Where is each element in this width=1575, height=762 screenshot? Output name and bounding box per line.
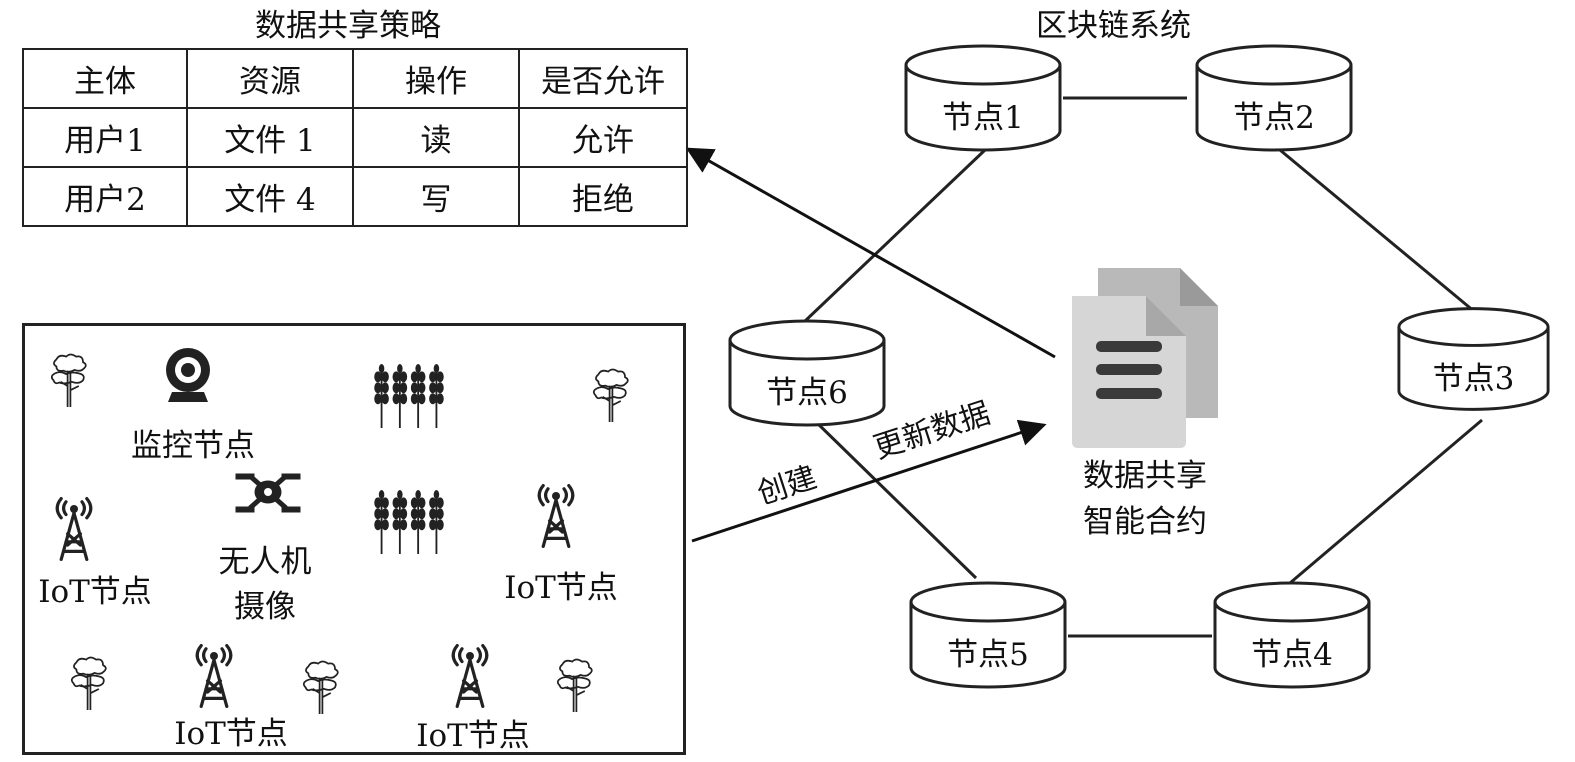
node-6-label: 节点6 [766,375,848,411]
header-allowed: 是否允许 [518,48,688,109]
table-cell: 用户2 [22,166,188,227]
drone-icon [235,473,301,513]
node-1-label: 节点1 [942,100,1024,136]
policy-table: 主体 资源 操作 是否允许 用户1 文件 1 读 允许 用户2 文件 4 写 拒… [22,48,688,227]
iot-node-label: IoT节点 [504,570,618,606]
node-4-label: 节点4 [1251,637,1333,673]
drone-label-line2: 摄像 [234,589,296,625]
table-row: 用户1 文件 1 读 允许 [22,107,688,168]
table-header-row: 主体 资源 操作 是否允许 [22,48,688,109]
header-subject: 主体 [22,48,188,109]
node-5-label: 节点5 [947,637,1029,673]
iot-node-label: IoT节点 [38,574,152,610]
contract-label-line1: 数据共享 [1083,458,1207,494]
iot-node-label: IoT节点 [174,716,288,752]
drone-label-line1: 无人机 [218,544,312,580]
webcam-icon [166,348,210,402]
table-cell: 写 [352,166,520,227]
table-cell: 文件 1 [186,107,354,168]
node-3-label: 节点3 [1432,361,1515,397]
table-cell: 文件 4 [186,166,354,227]
header-resource: 资源 [186,48,354,109]
iot-area-box [22,323,686,755]
update-data-label: 更新数据 [870,396,995,466]
node-2-label: 节点2 [1233,100,1315,136]
table-cell: 允许 [518,107,688,168]
contract-label-line2: 智能合约 [1083,504,1207,540]
blockchain-title: 区块链系统 [1036,8,1191,44]
table-cell: 用户1 [22,107,188,168]
table-cell: 拒绝 [518,166,688,227]
table-cell: 读 [352,107,520,168]
monitor-node-label: 监控节点 [131,428,255,464]
iot-node-label: IoT节点 [416,718,530,754]
create-label: 创建 [753,460,821,512]
table-row: 用户2 文件 4 写 拒绝 [22,166,688,227]
document-stack-icon [1072,268,1218,448]
header-operation: 操作 [352,48,520,109]
policy-title: 数据共享策略 [255,8,441,44]
